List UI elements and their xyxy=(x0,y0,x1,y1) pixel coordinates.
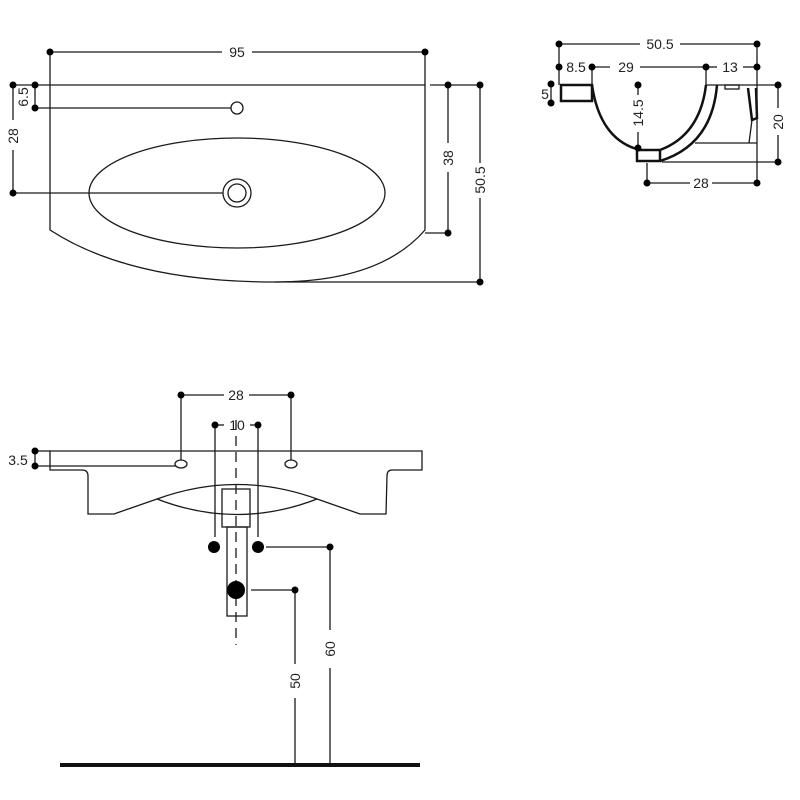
dim-rim-back: 13 xyxy=(722,59,738,75)
dim-rim-front: 8.5 xyxy=(566,59,586,75)
bowl-outer xyxy=(659,84,719,163)
supply-left xyxy=(208,541,220,553)
tap-hole xyxy=(230,101,244,115)
dim-section-depth: 50.5 xyxy=(646,36,673,52)
dim-supply-height: 60 xyxy=(322,641,338,657)
front-view: 28 10 3.5 60 50 xyxy=(8,387,423,767)
dim-total-height: 20 xyxy=(770,114,786,130)
dim-drain-height: 50 xyxy=(287,673,303,689)
basin-outline xyxy=(49,84,426,283)
top-view: 95 6.5 28 38 50.5 xyxy=(5,44,488,286)
drain-pipe xyxy=(226,526,248,617)
dim-drain-width: 10 xyxy=(229,417,245,433)
dim-bowl-height: 14.5 xyxy=(630,99,646,126)
supply-right xyxy=(252,541,264,553)
bowl-inner xyxy=(590,84,641,152)
dim-bowl-depth: 38 xyxy=(440,150,456,166)
dim-tap-offset: 6.5 xyxy=(15,87,31,107)
drain-outlet xyxy=(227,581,245,599)
dim-drain-offset: 28 xyxy=(5,128,21,144)
basin-front-outline xyxy=(49,450,423,515)
drain-inner xyxy=(227,183,247,203)
section-view: 50.5 8.5 29 13 5 14.5 20 28 xyxy=(541,36,786,191)
dim-bowl-width: 29 xyxy=(618,59,634,75)
dim-total-depth: 50.5 xyxy=(472,166,488,193)
dim-width: 95 xyxy=(229,44,245,60)
dim-drain-to-wall: 28 xyxy=(693,175,709,191)
dim-slab-thickness: 3.5 xyxy=(8,452,28,468)
bowl-lens xyxy=(156,498,318,516)
drain-outer xyxy=(222,178,252,208)
dim-rim-thickness: 5 xyxy=(541,86,549,102)
front-rim xyxy=(559,83,594,103)
drain-block xyxy=(635,148,662,163)
dim-tap-spacing: 28 xyxy=(228,387,244,403)
tap-hole-left xyxy=(174,459,188,469)
tap-hole-right xyxy=(284,459,298,469)
bowl-back xyxy=(659,84,708,152)
